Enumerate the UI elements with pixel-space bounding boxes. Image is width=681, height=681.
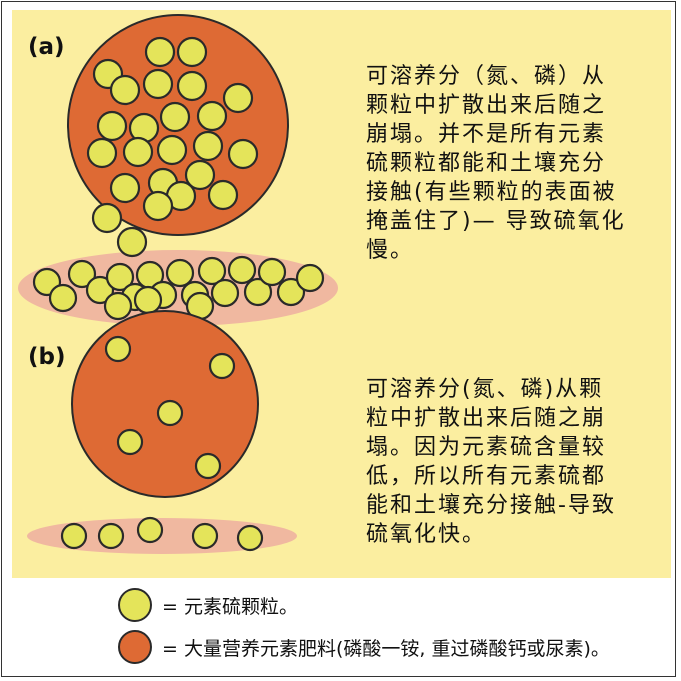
description-b-line: 硫氧化快。 [366, 520, 664, 549]
sulfur-particle [224, 84, 252, 112]
description-b-line: 能和土壤充分接触-导致 [366, 491, 664, 520]
description-b: 可溶养分(氮、磷)从颗 粒中扩散出来后随之崩 塌。因为元素硫含量较 低，所以所有… [366, 375, 664, 549]
sulfur-particle [144, 70, 172, 98]
sulfur-particle [135, 287, 161, 313]
panel-label-a: (a) [28, 34, 65, 60]
description-b-line: 塌。因为元素硫含量较 [366, 433, 664, 462]
fertilizer-swatch-icon [118, 630, 152, 664]
sulfur-particle [178, 38, 206, 66]
sulfur-particle [193, 524, 217, 548]
sulfur-particle [210, 354, 234, 378]
sulfur-particle [124, 138, 152, 166]
description-a-line: 崩塌。并不是所有元素 [366, 120, 664, 149]
sulfur-particle [297, 265, 323, 291]
panel-label-b: (b) [28, 344, 66, 370]
sulfur-particle [196, 454, 220, 478]
sulfur-particle [229, 140, 257, 168]
description-a-line: 接触(有些颗粒的表面被 [366, 178, 664, 207]
sulfur-particle [98, 112, 126, 140]
sulfur-particle [161, 103, 189, 131]
sulfur-particle [198, 102, 226, 130]
sulfur-particle [99, 524, 123, 548]
sulfur-particle [62, 524, 86, 548]
legend-sulfur-label: = 元素硫颗粒。 [162, 592, 298, 619]
description-a-line: 可溶养分（氮、磷）从 [366, 62, 664, 91]
sulfur-particle [209, 181, 237, 209]
sulfur-particle [118, 430, 142, 454]
sulfur-particle [50, 285, 76, 311]
description-b-line: 低，所以所有元素硫都 [366, 462, 664, 491]
sulfur-particle [212, 280, 238, 306]
sulfur-particle [88, 139, 116, 167]
description-a-line: 慢。 [366, 236, 664, 265]
legend-fertilizer-label: = 大量营养元素肥料(磷酸一铵, 重过磷酸钙或尿素)。 [162, 634, 610, 661]
sulfur-particle [138, 518, 162, 542]
legend-sulfur: = 元素硫颗粒。 [118, 588, 298, 622]
sulfur-particle [144, 192, 172, 220]
sulfur-particle [118, 228, 146, 256]
sulfur-particle [229, 257, 255, 283]
sulfur-particle [146, 38, 174, 66]
description-b-line: 可溶养分(氮、磷)从颗 [366, 375, 664, 404]
sulfur-particle [93, 204, 121, 232]
sulfur-particle [105, 293, 131, 319]
legend-fertilizer: = 大量营养元素肥料(磷酸一铵, 重过磷酸钙或尿素)。 [118, 630, 610, 664]
sulfur-swatch-icon [118, 588, 152, 622]
sulfur-particle [158, 401, 182, 425]
sulfur-particle [178, 72, 206, 100]
description-a: 可溶养分（氮、磷）从 颗粒中扩散出来后随之 崩塌。并不是所有元素 硫颗粒都能和土… [366, 62, 664, 265]
sulfur-particle [259, 259, 285, 285]
description-a-line: 颗粒中扩散出来后随之 [366, 91, 664, 120]
sulfur-particle [194, 132, 222, 160]
description-a-line: 掩盖住了)— 导致硫氧化 [366, 207, 664, 236]
sulfur-particle [158, 136, 186, 164]
sulfur-particle [238, 526, 262, 550]
sulfur-particle [106, 337, 130, 361]
sulfur-particle [167, 260, 193, 286]
sulfur-particle [111, 76, 139, 104]
description-b-line: 粒中扩散出来后随之崩 [366, 404, 664, 433]
sulfur-particle [111, 174, 139, 202]
description-a-line: 硫颗粒都能和土壤充分 [366, 149, 664, 178]
